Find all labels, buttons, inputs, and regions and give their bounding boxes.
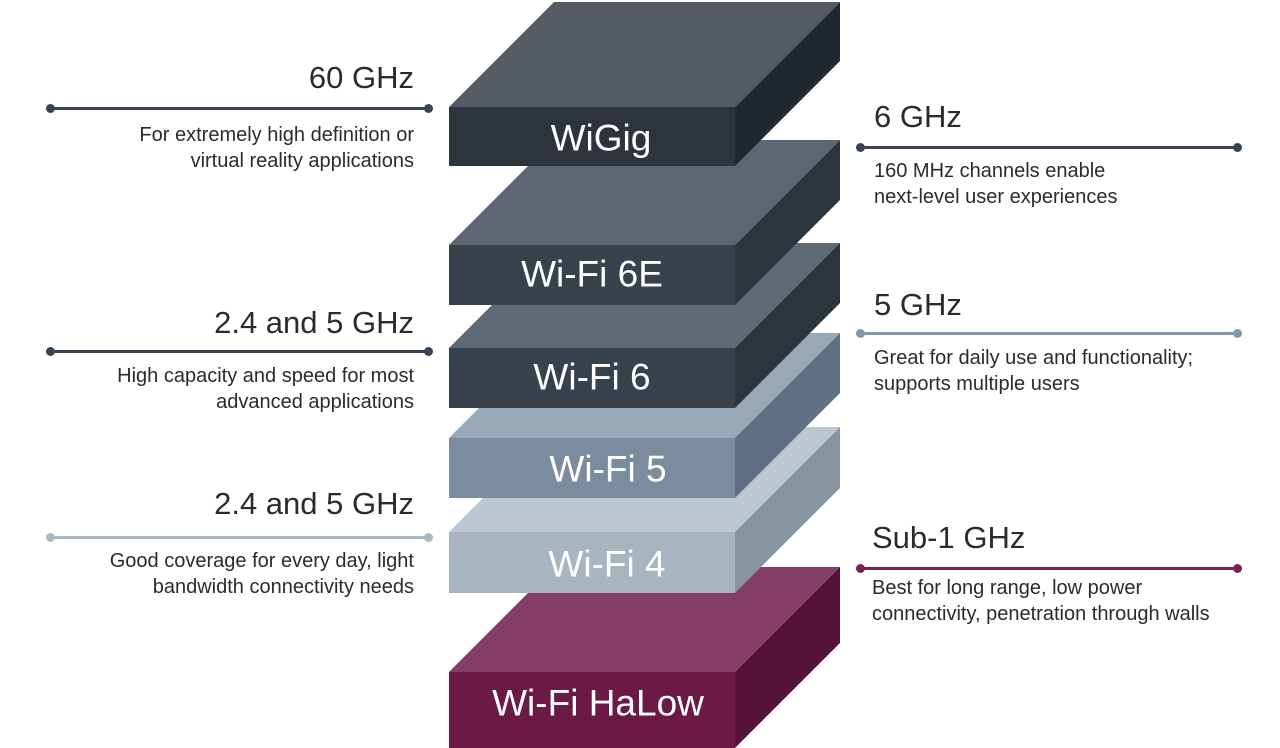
annotation-wifi4-desc: Good coverage for every day, light bandw… (110, 548, 414, 600)
layer-top-face (449, 2, 840, 107)
connector-line-6ghz (856, 143, 1242, 152)
description-line: Good coverage for every day, light (109, 550, 414, 572)
description-line: supports multiple users (874, 373, 1080, 395)
layer-front-face (449, 672, 735, 748)
layer-side-face (735, 243, 840, 408)
description-line: next-level user experiences (874, 186, 1118, 208)
description-line: For extremely high definition or (139, 124, 414, 146)
description-line: High capacity and speed for most (117, 365, 414, 387)
description-line: advanced applications (216, 391, 414, 413)
layer-side-face (735, 2, 840, 166)
layer-front-face (449, 245, 735, 305)
connector-line-wifi6 (46, 347, 433, 356)
annotation-wifi4-freq: 2.4 and 5 GHz (214, 486, 414, 522)
layer-side-face (735, 567, 840, 748)
description-line: virtual reality applications (190, 150, 414, 172)
layer-label: Wi-Fi 4 (548, 544, 665, 585)
description-line: Great for daily use and functionality; (874, 347, 1194, 369)
layer-label: WiGig (551, 118, 652, 159)
layer-front-face (449, 107, 735, 166)
layer-top-face (449, 140, 840, 245)
frequency-label: 2.4 and 5 GHz (214, 305, 414, 340)
annotation-sub1ghz-desc: Best for long range, low power connectiv… (872, 575, 1210, 627)
annotation-5ghz-desc: Great for daily use and functionality; s… (874, 345, 1193, 397)
description-line: connectivity, penetration through walls (872, 603, 1210, 625)
frequency-label: 2.4 and 5 GHz (214, 486, 414, 521)
layer-front-face (449, 532, 735, 593)
layer-wigig: WiGig (449, 2, 840, 166)
layer-label: Wi-Fi HaLow (492, 683, 704, 724)
connector-line-60ghz (46, 104, 433, 113)
layer-label: Wi-Fi 5 (549, 449, 666, 490)
frequency-label: 5 GHz (874, 287, 962, 322)
connector-line-5ghz (856, 329, 1242, 338)
annotation-sub1ghz-freq: Sub-1 GHz (872, 520, 1025, 556)
annotation-5ghz-freq: 5 GHz (874, 287, 962, 323)
layer-label: Wi-Fi 6E (521, 254, 663, 295)
layer-side-face (735, 140, 840, 305)
layer-front-face (449, 438, 735, 498)
frequency-label: 6 GHz (874, 99, 962, 134)
layer-side-face (735, 427, 840, 593)
layer-top-face (449, 567, 840, 672)
description-line: bandwidth connectivity needs (152, 576, 414, 598)
frequency-label: Sub-1 GHz (872, 520, 1026, 555)
connector-line-wifi4 (46, 533, 433, 542)
layer-front-face (449, 348, 735, 408)
frequency-label: 60 GHz (308, 60, 414, 95)
annotation-6ghz-freq: 6 GHz (874, 99, 962, 135)
layer-wi-fi-halow: Wi-Fi HaLow (449, 567, 840, 748)
annotation-wifi6-desc: High capacity and speed for most advance… (117, 363, 414, 415)
annotation-6ghz-desc: 160 MHz channels enable next-level user … (874, 158, 1117, 210)
annotation-60ghz: 60 GHz (309, 60, 414, 96)
layer-label: Wi-Fi 6 (533, 357, 650, 398)
layer-wi-fi-6e: Wi-Fi 6E (449, 140, 840, 305)
description-line: Best for long range, low power (872, 577, 1143, 599)
description-line: 160 MHz channels enable (874, 160, 1106, 182)
layer-side-face (735, 333, 840, 498)
connector-line-sub1ghz (856, 564, 1242, 573)
annotation-60ghz-desc: For extremely high definition or virtual… (139, 122, 414, 174)
annotation-wifi6-freq: 2.4 and 5 GHz (214, 305, 414, 341)
